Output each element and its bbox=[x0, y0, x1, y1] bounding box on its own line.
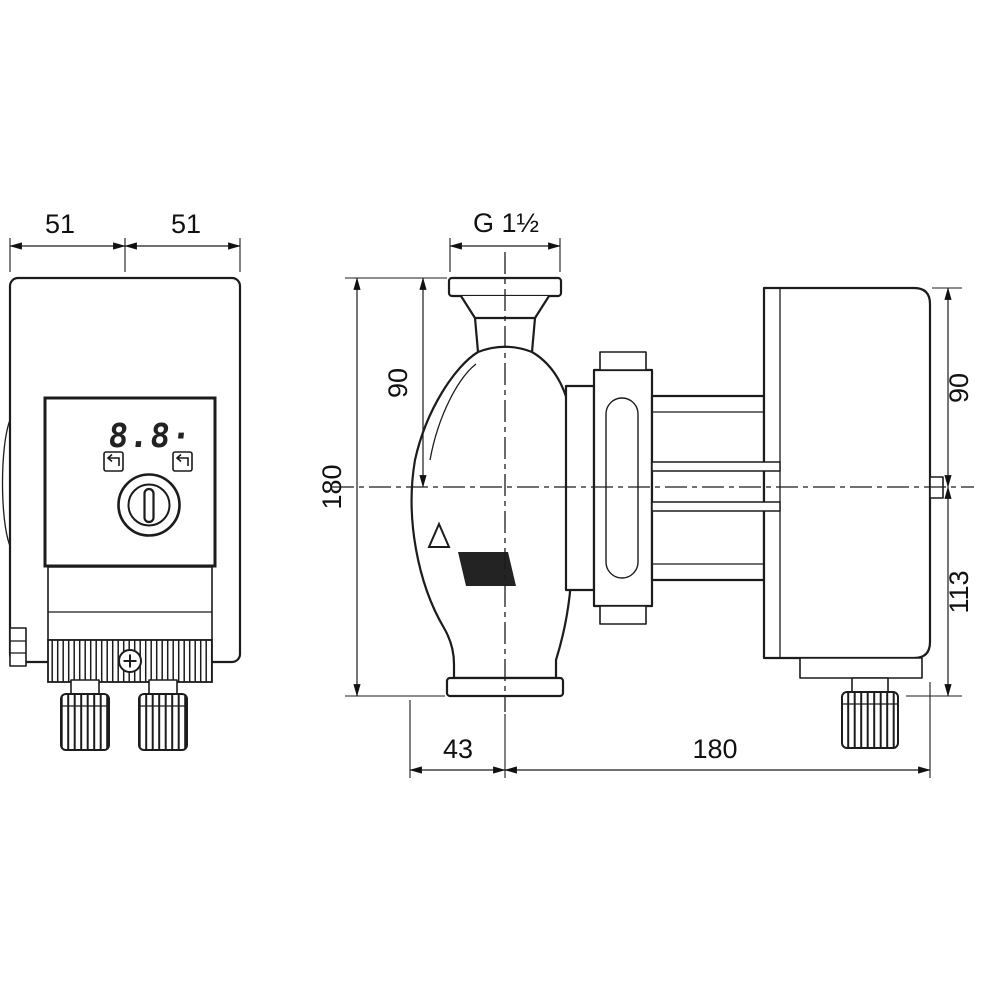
dim-label-180-left: 180 bbox=[317, 464, 347, 509]
led-display: 8.8· bbox=[106, 416, 194, 455]
return-icon bbox=[175, 453, 189, 466]
dim-label-113-right: 113 bbox=[944, 570, 974, 613]
dimension-rear-top-height: 90 bbox=[932, 287, 974, 488]
pump-volute bbox=[410, 345, 574, 680]
front-view: 8.8· bbox=[1, 276, 242, 751]
return-icon bbox=[106, 453, 120, 466]
clamp-ring bbox=[564, 351, 654, 625]
tie-rods bbox=[651, 461, 781, 512]
dimension-bottom-offset: 43 bbox=[409, 700, 506, 778]
phillips-screw-icon bbox=[118, 649, 142, 673]
impeller-shadow bbox=[458, 552, 516, 586]
dim-label-43: 43 bbox=[443, 734, 473, 764]
motor-body bbox=[650, 394, 766, 582]
cable-gland-right bbox=[138, 679, 188, 751]
flange-window bbox=[605, 397, 639, 579]
dim-label-51-right: 51 bbox=[171, 209, 201, 239]
dimension-port-height: 90 bbox=[383, 277, 427, 488]
terminal-box bbox=[47, 566, 213, 683]
housing-side-bulge bbox=[1, 419, 11, 547]
side-view bbox=[332, 252, 974, 749]
cable-gland-side bbox=[841, 677, 899, 749]
right-button bbox=[172, 451, 193, 472]
dimension-port-thread: G 1½ bbox=[449, 208, 561, 272]
control-module-housing bbox=[762, 286, 944, 679]
dim-label-51-left: 51 bbox=[45, 209, 75, 239]
module-base bbox=[799, 657, 923, 679]
dimension-front-widths: 51 51 bbox=[9, 209, 241, 272]
side-connector-box bbox=[9, 627, 27, 667]
dimension-total-height: 180 bbox=[317, 277, 447, 697]
triangle-up-icon bbox=[427, 521, 451, 548]
cable-gland-left bbox=[60, 679, 110, 751]
dim-label-thread: G 1½ bbox=[473, 208, 539, 238]
left-button bbox=[103, 451, 124, 472]
dim-label-180-bottom: 180 bbox=[692, 734, 737, 764]
dim-label-90-right: 90 bbox=[944, 373, 974, 403]
dimension-rear-bottom-height: 113 bbox=[906, 486, 974, 697]
dimension-bottom-length: 180 bbox=[504, 682, 931, 778]
control-panel: 8.8· bbox=[43, 396, 217, 568]
knob-pointer bbox=[143, 487, 155, 524]
control-knob bbox=[117, 473, 181, 537]
dim-label-90-left: 90 bbox=[383, 368, 413, 398]
